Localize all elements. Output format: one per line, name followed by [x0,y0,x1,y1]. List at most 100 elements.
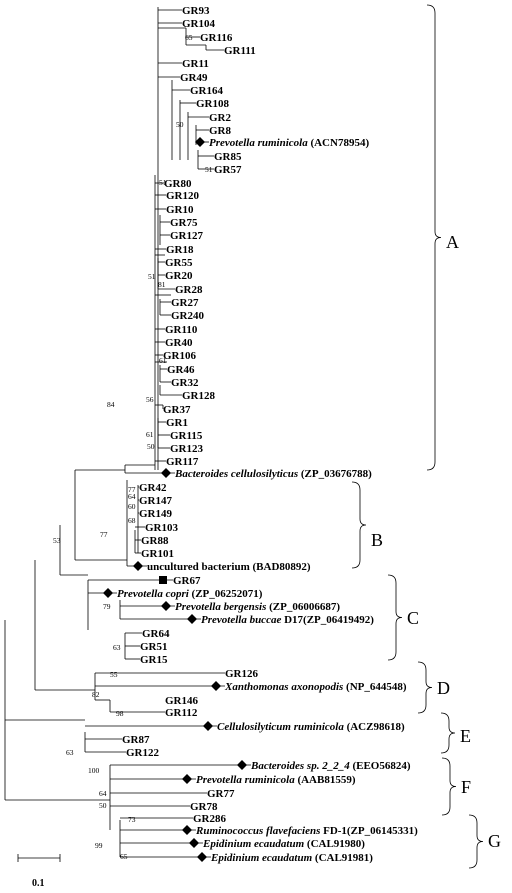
diamond-marker [103,588,113,598]
leaf-label: GR122 [126,747,160,759]
diamond-marker [195,137,205,147]
diamond-marker [182,825,192,835]
group-label: A [446,232,459,252]
species-name: Ruminococcus flavefaciens [195,825,323,837]
bootstrap-value: 65 [185,33,193,42]
accession: FD-1(ZP_06145331) [323,825,418,837]
leaf-label: GR101 [141,548,174,560]
bootstrap-value: 51 [159,178,167,187]
group-label: B [371,530,383,550]
leaf-label: GR49 [180,72,208,84]
leaf-label: uncultured bacterium (BAD80892) [147,561,311,573]
species-name: Cellulosilyticum ruminicola [217,721,347,733]
group-label: F [461,777,471,797]
species-name: Prevotella bergensis [175,601,269,613]
diamond-marker [161,601,171,611]
leaf-label: GR8 [209,125,232,137]
bootstrap-value: 50 [176,120,184,129]
group-brace [440,712,456,754]
leaf-label: GR116 [200,32,233,44]
leaf-label: GR75 [170,217,198,229]
leaf-label: GR28 [175,284,203,296]
leaf-label: GR149 [139,508,173,520]
square-marker [159,576,167,584]
leaf-label: GR10 [166,204,194,216]
accession: (NP_644548) [346,681,407,693]
leaf-label: Ruminococcus flavefaciens FD-1(ZP_061453… [195,825,418,837]
accession: (AAB81559) [297,774,355,786]
bootstrap-value: 65 [120,852,128,861]
leaf-label: GR88 [141,535,169,547]
leaf-markers [103,137,247,862]
leaf-label: Prevotella bergensis (ZP_06006687) [175,601,340,613]
leaf-label: Prevotella ruminicola (ACN78954) [209,137,369,149]
leaf-label: GR147 [139,495,173,507]
species-name: Epidinium ecaudatum [210,852,315,864]
leaf-label: GR2 [209,112,232,124]
leaf-label: GR115 [170,430,203,442]
bootstrap-value: 64 [99,789,107,798]
group-brace [426,4,442,471]
bootstrap-value: 99 [95,841,103,850]
leaf-label: Cellulosilyticum ruminicola (ACZ98618) [217,721,405,733]
leaf-label: GR67 [173,575,201,587]
diamond-marker [189,838,199,848]
diamond-marker [161,468,171,478]
leaf-label: GR27 [171,297,199,309]
leaf-label: GR42 [139,482,167,494]
leaf-label: GR1 [166,417,188,429]
leaf-label: GR55 [165,257,193,269]
leaf-label: GR20 [165,270,193,282]
group-brace [441,757,457,816]
leaf-label: Xanthomonas axonopodis (NP_644548) [224,681,407,693]
leaf-label: GR93 [182,5,210,17]
accession: D17(ZP_06419492) [284,614,374,626]
bootstrap-values: 6550515151816156846150776460687753796355… [53,33,213,861]
group-label: E [460,726,471,746]
accession: (ZP_06006687) [269,601,340,613]
leaf-label: Prevotella copri (ZP_06252071) [117,588,263,600]
leaf-label: GR240 [171,310,205,322]
accession: (CAL91981) [315,852,373,864]
leaf-label: GR110 [165,324,198,336]
group-brace [387,574,403,661]
leaf-label: Prevotella ruminicola (AAB81559) [196,774,356,786]
leaf-label: GR126 [225,668,259,680]
species-name: Prevotella copri [117,588,192,600]
accession: (ZP_03676788) [301,468,372,480]
bootstrap-value: 56 [146,395,154,404]
bootstrap-value: 50 [99,801,107,810]
leaf-label: GR87 [122,734,150,746]
leaf-label: GR120 [166,190,200,202]
leaf-label: GR85 [214,151,242,163]
bootstrap-value: 64 [128,492,136,501]
diamond-marker [187,614,197,624]
leaf-label: GR57 [214,164,242,176]
bootstrap-value: 77 [100,530,108,539]
bootstrap-value: 77 [128,485,136,494]
species-name: Prevotella ruminicola [196,774,297,786]
diamond-marker [133,561,143,571]
leaf-label: Bacteroides cellulosilyticus (ZP_0367678… [174,468,372,480]
bootstrap-value: 79 [103,602,111,611]
scale-bar-label: 0.1 [32,878,45,889]
leaf-label: GR106 [163,350,197,362]
leaf-label: GR123 [170,443,204,455]
accession: (EEO56824) [352,760,410,772]
leaf-label: GR15 [140,654,168,666]
bootstrap-value: 63 [66,748,74,757]
leaf-label: GR37 [163,404,191,416]
bootstrap-value: 98 [116,709,124,718]
leaf-label: GR164 [190,85,224,97]
group-label: D [437,678,450,698]
bootstrap-value: 81 [158,280,166,289]
leaf-label: Bacteroides sp. 2_2_4 (EEO56824) [250,760,411,772]
bootstrap-value: 60 [128,502,136,511]
accession: (ZP_06252071) [192,588,263,600]
leaf-label: GR40 [165,337,193,349]
leaf-label: GR80 [164,178,192,190]
leaf-label: Epidinium ecaudatum (CAL91980) [202,838,365,850]
group-label: C [407,608,419,628]
